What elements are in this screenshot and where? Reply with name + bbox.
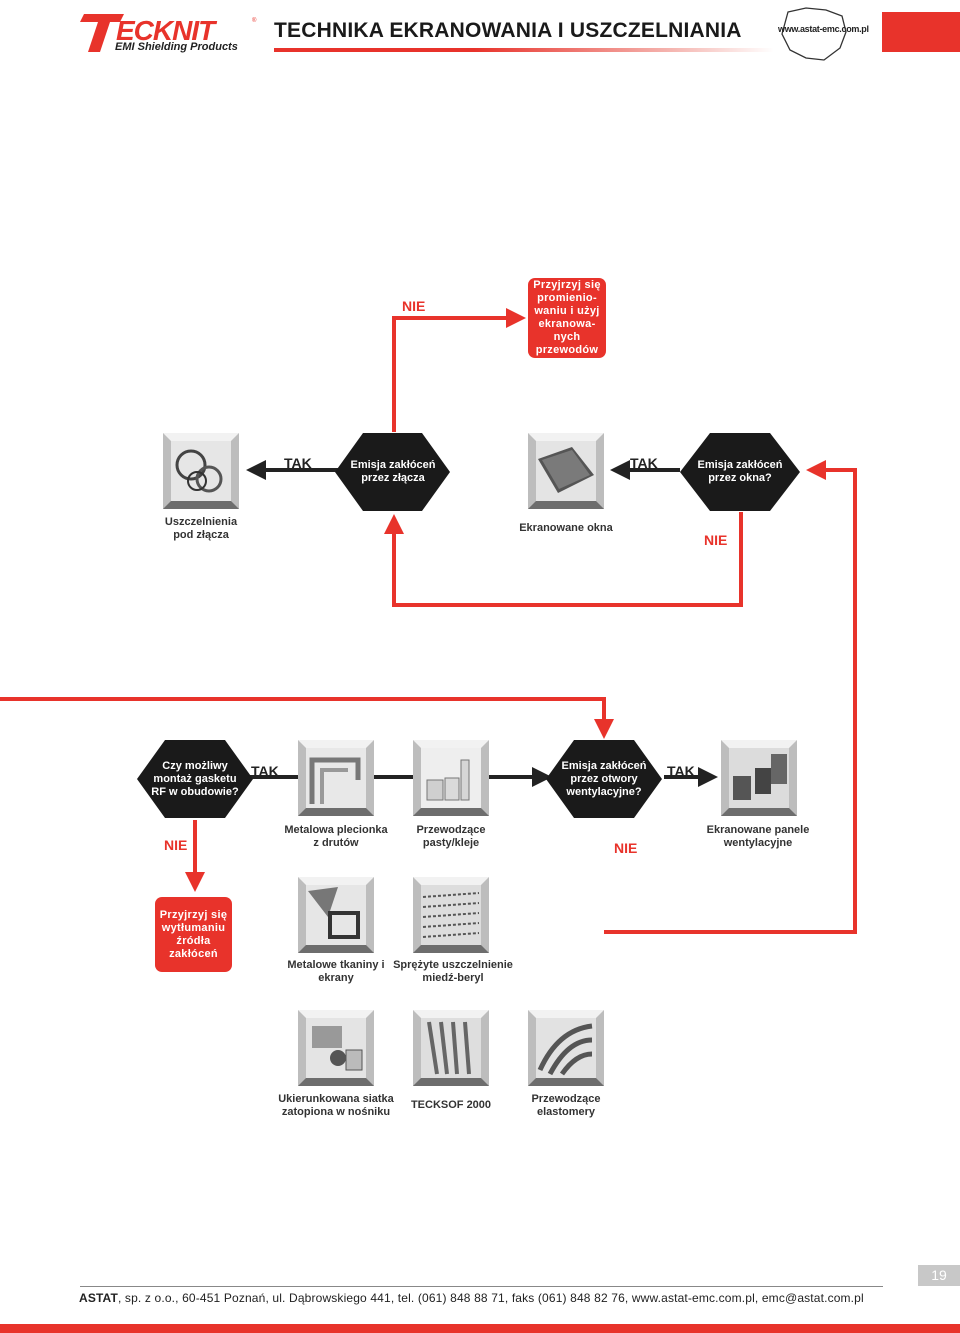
wire-mesh-gasket-image (298, 740, 374, 816)
advice-box-source-suppression: Przyjrzyj się wytłumaniu źródła zakłóceń (155, 897, 232, 972)
vent-panels-image (721, 740, 797, 816)
label-becu: Sprężyte uszczelnienie miedź-beryl (393, 959, 513, 984)
shielded-window-image (528, 433, 604, 509)
flow-line-nie-windows (384, 512, 743, 607)
label-wire-mesh: Metalowa plecionka z drutów (284, 824, 388, 849)
label-yes-vents: TAK (667, 763, 695, 779)
flow-line-nie-top (392, 308, 526, 432)
label-woven: Metalowe tkaniny i ekrany (287, 959, 385, 984)
oriented-mesh-image (298, 1010, 374, 1086)
tecksof-strips-image (413, 1010, 489, 1086)
page-number: 19 (918, 1265, 960, 1286)
website-badge: www.astat-emc.com.pl (778, 24, 869, 34)
flow-line-vents-return (604, 460, 857, 934)
label-pastes: Przewodzące pasty/kleje (416, 824, 486, 849)
svg-text:®: ® (252, 17, 257, 24)
label-no-windows: NIE (704, 532, 728, 548)
decision-hex-vents (546, 740, 662, 818)
woven-fabric-screens-image (298, 877, 374, 953)
becu-finger-strips-image (413, 877, 489, 953)
logo-wordmark: ECKNIT (116, 15, 218, 46)
header-divider (274, 48, 774, 52)
decision-hex-windows (680, 433, 800, 511)
label-tecksof: TECKSOF 2000 (410, 1099, 492, 1111)
decision-text-vents: Emisja zakłóceń przez otwory wentylacyjn… (561, 759, 647, 798)
decision-hex-connectors (335, 433, 450, 511)
footer-address: , sp. z o.o., 60-451 Poznań, ul. Dąbrows… (117, 1291, 864, 1305)
logo-tagline: EMI Shielding Products (115, 41, 238, 53)
label-no-top: NIE (402, 298, 426, 314)
decision-text-windows: Emisja zakłóceń przez okna? (697, 459, 783, 484)
label-no-gasket: NIE (164, 837, 188, 853)
flow-line-into-vents (0, 697, 614, 739)
poland-map-badge-icon (781, 7, 847, 61)
label-shielded-windows: Ekranowane okna (519, 522, 613, 534)
label-elastomers: Przewodzące elastomery (531, 1093, 601, 1118)
conductive-elastomers-image (528, 1010, 604, 1086)
label-vent-panels: Ekranowane panele wentylacyjne (706, 824, 810, 849)
tecknit-logo: ECKNIT ® (80, 14, 257, 52)
footer-contact: ASTAT, sp. z o.o., 60-451 Poznań, ul. Dą… (79, 1291, 864, 1305)
advice-box-shielded-cables: Przyjrzyj się promienio- waniu i użyj ek… (528, 278, 606, 358)
conductive-paste-jars-image (413, 740, 489, 816)
decision-hex-gasket (137, 740, 253, 818)
label-yes-connectors: TAK (284, 455, 312, 471)
footer-accent-bar (0, 1324, 960, 1333)
label-yes-gasket: TAK (251, 763, 279, 779)
header-accent-block (882, 12, 960, 52)
label-oriented-mesh: Ukierunkowana siatka zatopiona w nośniku (278, 1093, 394, 1118)
label-connector-gaskets: Uszczelnienia pod złącza (164, 516, 238, 541)
footer-divider (80, 1286, 883, 1287)
page-title: TECHNIKA EKRANOWANIA I USZCZELNIANIA (274, 19, 742, 42)
decision-text-connectors: Emisja zakłóceń przez złącza (350, 459, 436, 484)
label-no-vents: NIE (614, 840, 638, 856)
connector-gasket-rings-image (163, 433, 239, 509)
decision-text-gasket: Czy możliwy montaż gasketu RF w obudowie… (151, 759, 239, 798)
label-yes-windows: TAK (630, 455, 658, 471)
footer-company: ASTAT (79, 1291, 118, 1305)
